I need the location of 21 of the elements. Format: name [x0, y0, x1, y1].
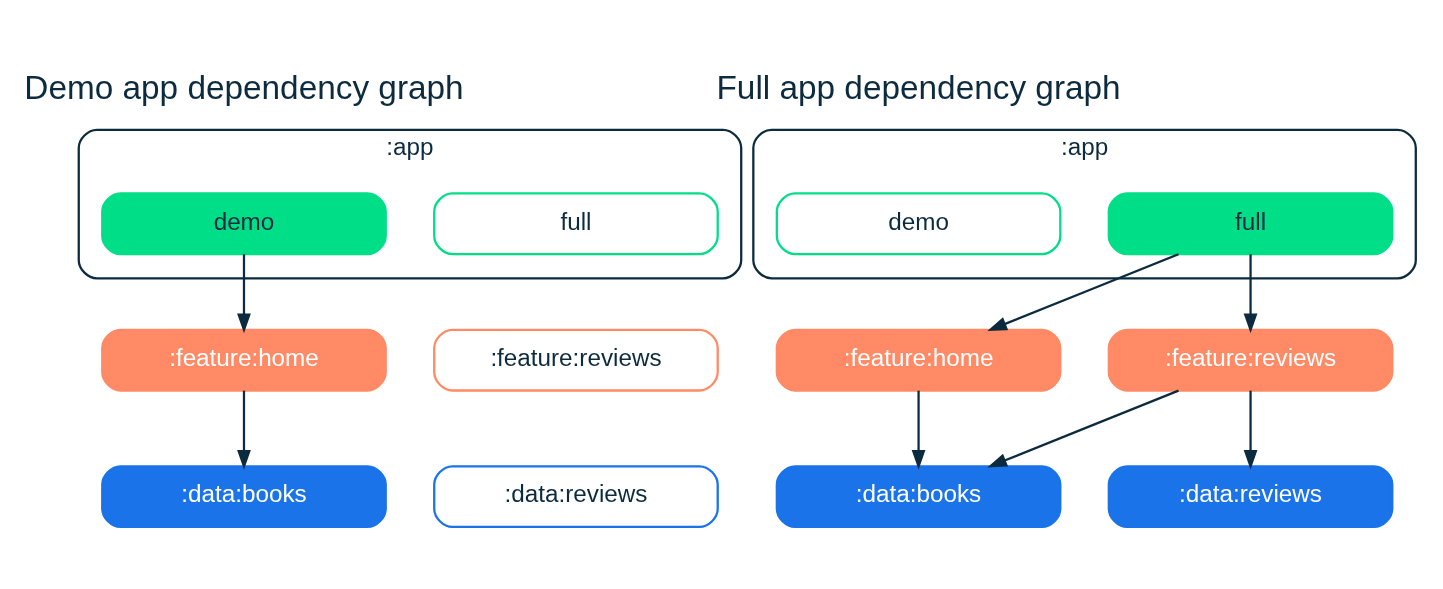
arrow [1243, 390, 1258, 470]
arrow [237, 390, 251, 470]
node-box: :feature:home [775, 328, 1062, 392]
label: Demo app dependency graph [24, 68, 464, 106]
arrow [987, 389, 1179, 467]
arrow [987, 252, 1179, 331]
label: Full app dependency graph [716, 68, 1121, 106]
node-box: :data:reviews [433, 464, 719, 528]
node-box: full [1107, 191, 1394, 255]
node-box: :data:books [101, 464, 387, 528]
node-box: demo [775, 191, 1062, 255]
node-box: :feature:reviews [1107, 328, 1394, 392]
arrow [911, 390, 926, 470]
node-box: demo [101, 191, 387, 255]
node-box: :feature:home [101, 328, 387, 392]
arrow [1243, 253, 1258, 333]
node-box: :data:reviews [1107, 464, 1394, 528]
node-box: :feature:reviews [433, 328, 719, 392]
arrow [237, 253, 251, 333]
node-box: :data:books [775, 464, 1062, 528]
node-box: full [433, 191, 719, 255]
